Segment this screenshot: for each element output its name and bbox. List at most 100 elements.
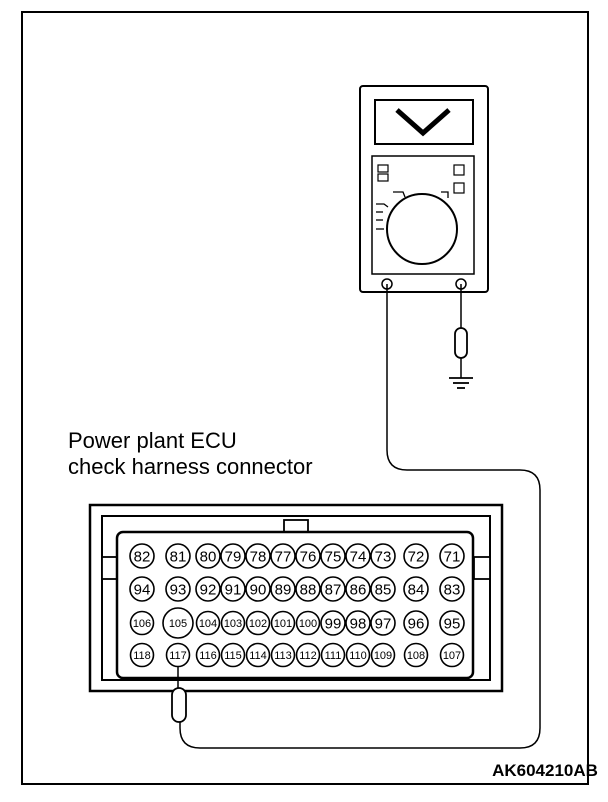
- connector-pin-108: [403, 642, 429, 668]
- connector-pin-label-90: 90: [250, 582, 267, 599]
- connector-pin-label-82: 82: [134, 549, 151, 566]
- connector-pin-115: [220, 642, 246, 668]
- connector-pin-113: [270, 642, 296, 668]
- connector-pin-104: [195, 610, 221, 636]
- connector-pin-86: [345, 576, 371, 602]
- connector-pin-label-92: 92: [200, 582, 217, 599]
- connector-pin-88: [295, 576, 321, 602]
- connector-pin-112: [295, 642, 321, 668]
- connector-pin-76: [295, 543, 321, 569]
- connector-pin-label-72: 72: [408, 549, 425, 566]
- connector-pin-label-106: 106: [133, 618, 151, 630]
- connector-pin-116: [195, 642, 221, 668]
- connector-pin-71: [439, 543, 465, 569]
- connector-pin-label-83: 83: [444, 582, 461, 599]
- connector-pin-103: [220, 610, 246, 636]
- connector-pin-82: [129, 543, 155, 569]
- connector-pin-114: [245, 642, 271, 668]
- connector-pin-label-81: 81: [170, 549, 187, 566]
- connector-pin-99: [320, 610, 346, 636]
- connector-pin-label-89: 89: [275, 582, 292, 599]
- connector-pin-80: [195, 543, 221, 569]
- connector-pin-118: [129, 642, 155, 668]
- connector-pin-label-93: 93: [170, 582, 187, 599]
- connector-pin-label-79: 79: [225, 549, 242, 566]
- connector-pin-96: [403, 610, 429, 636]
- connector-pin-83: [439, 576, 465, 602]
- connector-pin-label-114: 114: [249, 650, 267, 662]
- connector-pin-label-111: 111: [325, 650, 342, 662]
- connector-pin-109: [370, 642, 396, 668]
- connector-pin-label-103: 103: [224, 618, 242, 630]
- connector-label-line2: check harness connector: [68, 454, 313, 479]
- connector-pin-102: [245, 610, 271, 636]
- positive-test-lead: [179, 284, 541, 749]
- connector-pin-110: [345, 642, 371, 668]
- connector-pin-106: [129, 610, 155, 636]
- connector-pin-77: [270, 543, 296, 569]
- connector-pin-78: [245, 543, 271, 569]
- ground-clip-icon: [454, 327, 468, 359]
- connector-pin-105: [162, 607, 194, 639]
- connector-pin-92: [195, 576, 221, 602]
- connector-pin-label-100: 100: [299, 618, 317, 630]
- connector-pin-label-118: 118: [133, 650, 151, 662]
- meter-v-symbol: [395, 108, 451, 137]
- connector-pin-97: [370, 610, 396, 636]
- figure-border: [21, 11, 589, 785]
- connector-pin-label-109: 109: [374, 650, 392, 662]
- connector-pin-label-88: 88: [300, 582, 317, 599]
- connector-pin-label-75: 75: [325, 549, 342, 566]
- meter-dial: [386, 193, 458, 265]
- connector-pin-label-104: 104: [199, 618, 217, 630]
- connector-pin-label-110: 110: [349, 650, 367, 662]
- connector-pin-73: [370, 543, 396, 569]
- connector-label-line1: Power plant ECU: [68, 428, 237, 453]
- connector-pin-81: [165, 543, 191, 569]
- ground-lead: [449, 284, 473, 389]
- connector-pin-91: [220, 576, 246, 602]
- connector-pin-label-91: 91: [225, 582, 242, 599]
- connector-pin-93: [165, 576, 191, 602]
- connector-pin-label-99: 99: [325, 616, 342, 633]
- connector-pin-label-95: 95: [444, 616, 461, 633]
- connector-pin-72: [403, 543, 429, 569]
- connector-pin-label-87: 87: [325, 582, 342, 599]
- connector-pin-label-105: 105: [169, 618, 187, 630]
- connector-pin-100: [295, 610, 321, 636]
- connector-pin-label-117: 117: [169, 650, 187, 662]
- connector-pin-label-84: 84: [408, 582, 425, 599]
- connector-pin-95: [439, 610, 465, 636]
- connector-pin-84: [403, 576, 429, 602]
- connector-pin-101: [270, 610, 296, 636]
- probe-icon: [171, 666, 187, 723]
- connector-pin-label-112: 112: [299, 650, 317, 662]
- meter-display: [374, 99, 474, 145]
- connector-pin-85: [370, 576, 396, 602]
- connector-pin-98: [345, 610, 371, 636]
- connector-pin-79: [220, 543, 246, 569]
- ground-symbol-icon: [449, 377, 473, 389]
- connector-pin-label-94: 94: [134, 582, 151, 599]
- connector-pin-label-116: 116: [199, 650, 217, 662]
- connector-pin-label-78: 78: [250, 549, 267, 566]
- connector-pin-label-97: 97: [375, 616, 392, 633]
- connector-pin-label-74: 74: [350, 549, 367, 566]
- figure-code: AK604210AB: [492, 761, 598, 780]
- connector-pin-label-76: 76: [300, 549, 317, 566]
- connector-pin-label-71: 71: [444, 549, 461, 566]
- connector-pin-label-96: 96: [408, 616, 425, 633]
- connector-pin-75: [320, 543, 346, 569]
- connector-pin-90: [245, 576, 271, 602]
- connector-pin-87: [320, 576, 346, 602]
- connector-pin-label-101: 101: [274, 618, 292, 630]
- connector-pin-label-85: 85: [375, 582, 392, 599]
- connector-pin-label-108: 108: [407, 650, 425, 662]
- connector-pin-107: [439, 642, 465, 668]
- connector-pin-label-73: 73: [375, 549, 392, 566]
- connector-pin-111: [320, 642, 346, 668]
- connector-pin-label-86: 86: [350, 582, 367, 599]
